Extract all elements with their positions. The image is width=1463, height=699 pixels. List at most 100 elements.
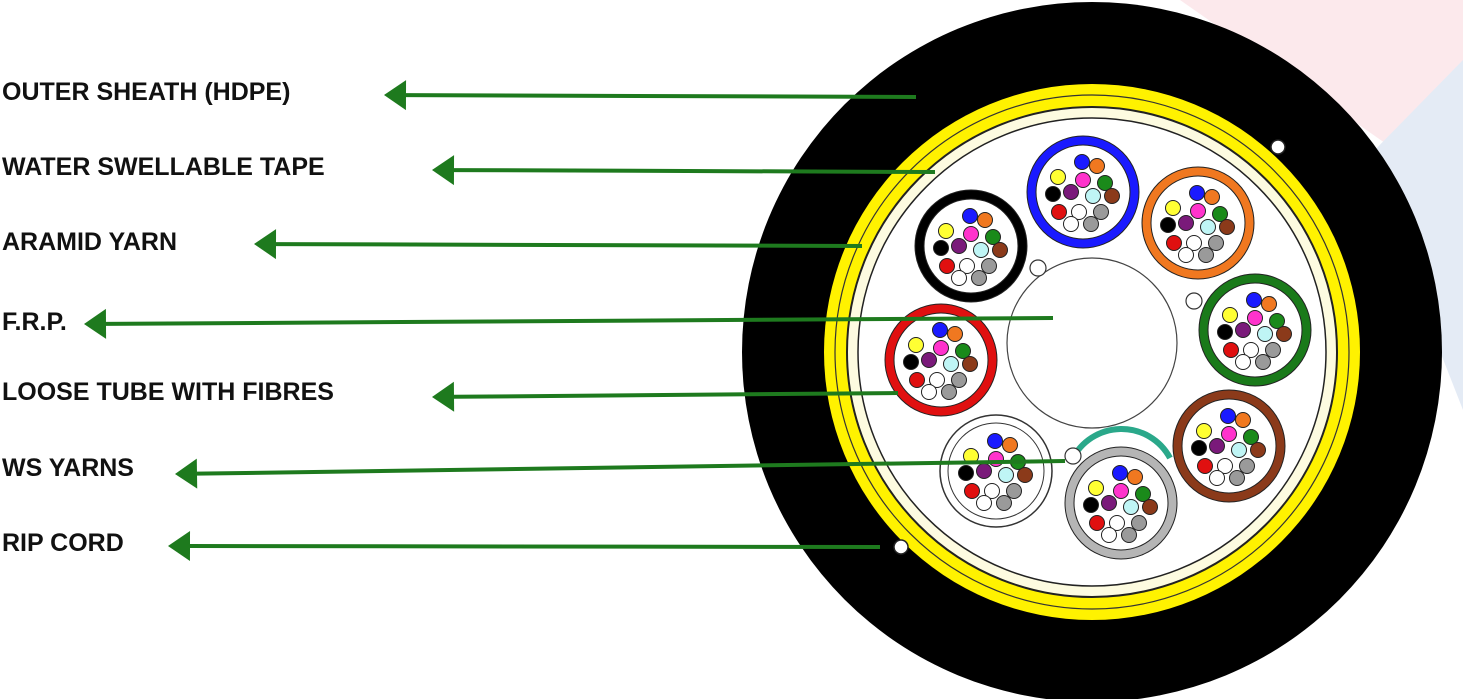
- frp-central-member: [1006, 257, 1178, 429]
- arrow-head: [254, 229, 277, 260]
- fibre-dot: [1257, 326, 1273, 342]
- fibre-dot: [1190, 203, 1206, 219]
- fibre-dot: [1083, 497, 1099, 513]
- fibre-dot: [941, 384, 957, 400]
- fibre-dot: [1085, 188, 1101, 204]
- fibre-dot: [1071, 204, 1087, 220]
- fibre-dot: [1101, 495, 1117, 511]
- fibre-dot: [1235, 412, 1251, 428]
- arrow-shaft: [405, 93, 917, 99]
- fibre-dot: [985, 229, 1001, 245]
- fibre-dot: [1222, 307, 1238, 323]
- fibre-dot: [984, 483, 1000, 499]
- fibre-dot: [1246, 292, 1262, 308]
- fibre-dot: [1051, 204, 1067, 220]
- fibre-dot: [958, 465, 974, 481]
- label-rip-cord: RIP CORD: [2, 529, 124, 557]
- fibre-dot: [1269, 313, 1285, 329]
- fibre-dot: [1191, 440, 1207, 456]
- fibre-dot: [1104, 188, 1120, 204]
- fibre-dot: [1050, 169, 1066, 185]
- arrow-shaft: [189, 544, 881, 549]
- arrow-shaft: [196, 459, 1066, 476]
- callout-frp: F.R.P.: [2, 308, 1054, 339]
- arrow-head: [432, 381, 455, 412]
- arrow-head: [84, 308, 107, 339]
- fibre-dot: [1255, 354, 1271, 370]
- fibre-dot: [959, 258, 975, 274]
- fibre-dot: [933, 340, 949, 356]
- fibre-dot: [1231, 442, 1247, 458]
- loose-tube-orange: [1141, 166, 1255, 280]
- fibre-dot: [1127, 469, 1143, 485]
- fibre-dot: [1113, 483, 1129, 499]
- ws-yarn-dot: [1185, 292, 1203, 310]
- fibre-dot: [1142, 499, 1158, 515]
- arrow-shaft: [105, 316, 1054, 326]
- fibre-dot: [1002, 437, 1018, 453]
- fibre-dot: [933, 240, 949, 256]
- fibre-dot: [938, 223, 954, 239]
- fibre-dot: [929, 372, 945, 388]
- rip-cord-dot: [893, 539, 909, 555]
- fibre-dot: [988, 451, 1004, 467]
- label-frp: F.R.P.: [2, 308, 67, 336]
- fibre-dot: [1045, 186, 1061, 202]
- fibre-dot: [963, 226, 979, 242]
- fibre-dot: [1135, 486, 1151, 502]
- fibre-dot: [1221, 426, 1237, 442]
- fibre-dot: [951, 238, 967, 254]
- fibre-dot: [1209, 438, 1225, 454]
- loose-tube-brown: [1172, 389, 1286, 503]
- fibre-dot: [1121, 527, 1137, 543]
- callout-ws-yarns: WS YARNS: [2, 454, 1066, 489]
- fibre-dot: [981, 258, 997, 274]
- fibre-dot: [1250, 442, 1266, 458]
- label-outer-sheath: OUTER SHEATH (HDPE): [2, 78, 290, 106]
- fibre-dot: [1243, 429, 1259, 445]
- fibre-dot: [908, 337, 924, 353]
- fibre-dot: [976, 463, 992, 479]
- loose-tube-grey: [1064, 446, 1178, 560]
- fibre-dot: [1200, 219, 1216, 235]
- ws-yarns-group: [1029, 259, 1203, 465]
- ws-yarn-dot: [1029, 259, 1047, 277]
- callouts-group: OUTER SHEATH (HDPE) WATER SWELLABLE TAPE A…: [2, 78, 1066, 562]
- fibre-dot: [1209, 470, 1225, 486]
- loose-tubes-group: [884, 135, 1312, 560]
- loose-tube-black: [914, 189, 1028, 303]
- loose-tube-blue: [1026, 135, 1140, 249]
- fibre-dot: [1204, 189, 1220, 205]
- fibre-dot: [1063, 184, 1079, 200]
- arrow-shaft: [275, 242, 863, 248]
- callout-loose-tube: LOOSE TUBE WITH FIBRES: [2, 378, 899, 412]
- fibre-dot: [1074, 154, 1090, 170]
- fibre-dot: [1083, 216, 1099, 232]
- label-water-tape: WATER SWELLABLE TAPE: [2, 153, 325, 181]
- arrow-head: [432, 155, 455, 186]
- fibre-dot: [1235, 322, 1251, 338]
- fibre-dot: [1131, 515, 1147, 531]
- fibre-dot: [1229, 470, 1245, 486]
- fibre-dot: [1006, 483, 1022, 499]
- fibre-dot: [951, 270, 967, 286]
- fibre-dot: [1189, 185, 1205, 201]
- fibre-dot: [909, 372, 925, 388]
- fibre-dot: [1097, 175, 1113, 191]
- fibre-dot: [1208, 235, 1224, 251]
- arrow-shaft: [453, 168, 936, 174]
- fibre-dot: [971, 270, 987, 286]
- fibre-dot: [1178, 215, 1194, 231]
- callout-outer-sheath: OUTER SHEATH (HDPE): [2, 78, 917, 111]
- fibre-dot: [1197, 458, 1213, 474]
- callout-aramid: ARAMID YARN: [2, 228, 863, 260]
- fibre-dot: [1196, 423, 1212, 439]
- tube-cap-arc: [1069, 425, 1173, 462]
- fibre-dot: [1217, 324, 1233, 340]
- fibre-dot: [947, 326, 963, 342]
- loose-tube-red: [884, 303, 998, 417]
- fibre-dot: [1063, 216, 1079, 232]
- fibre-dot: [939, 258, 955, 274]
- fibre-dot: [1089, 515, 1105, 531]
